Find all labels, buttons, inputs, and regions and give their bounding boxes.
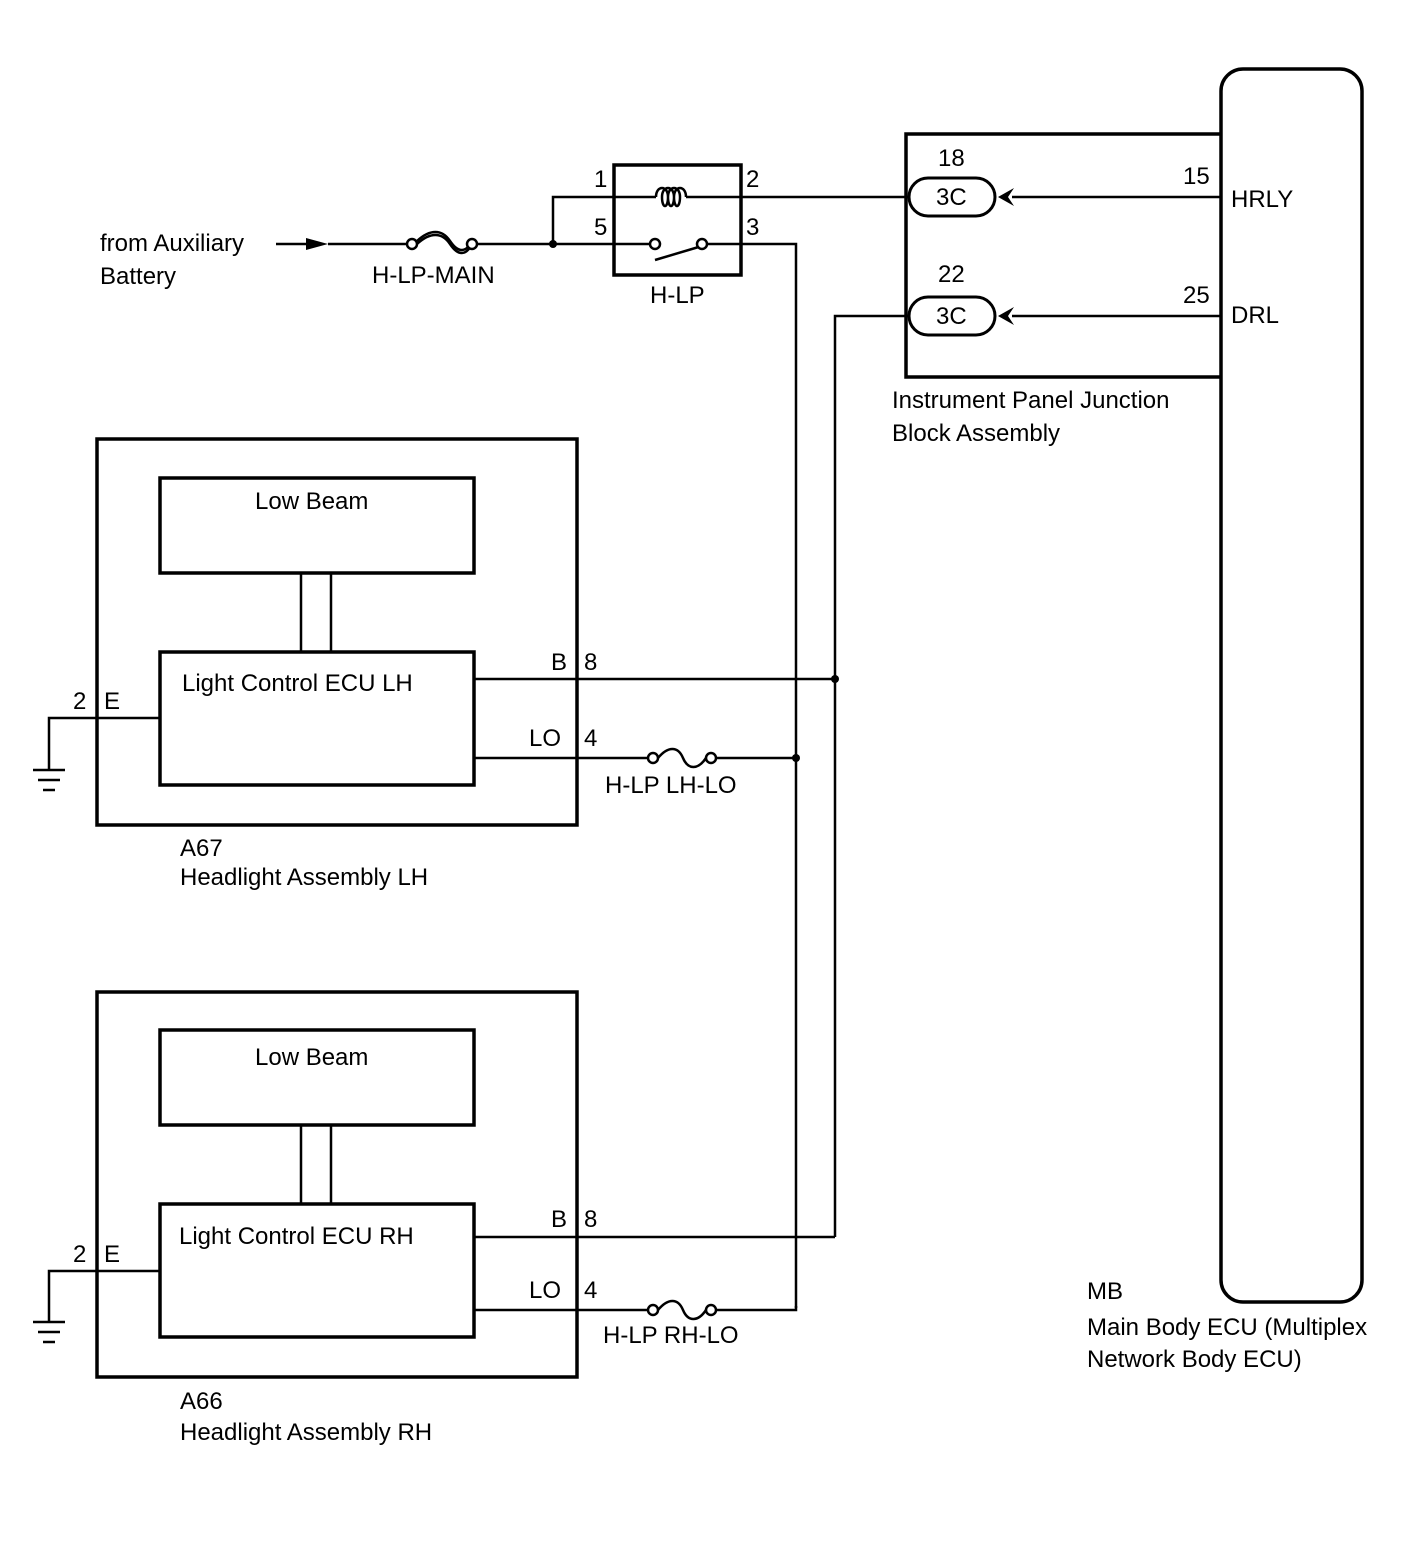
lh-b-pin-name: B xyxy=(551,649,567,676)
main-body-ecu-box xyxy=(1219,67,1364,1304)
main-ecu-label-line1: Main Body ECU (Multiplex xyxy=(1087,1314,1367,1341)
relay-switch-icon xyxy=(648,237,709,262)
connector-3c-18 xyxy=(907,176,1014,218)
junction-block-box xyxy=(904,132,1221,379)
ecu-pin-hrly: HRLY xyxy=(1231,186,1293,213)
ecu-label-lh: Light Control ECU LH xyxy=(182,670,413,697)
lh-ground-pin-num: 2 xyxy=(73,688,86,715)
source-label-line2: Battery xyxy=(100,263,176,290)
ground-icon xyxy=(33,768,65,792)
lh-lo-pin-num: 4 xyxy=(584,725,597,752)
lh-lo-pin-name: LO xyxy=(529,725,561,752)
rh-b-pin-num: 8 xyxy=(584,1206,597,1233)
low-beam-label-lh: Low Beam xyxy=(255,488,368,515)
junction-block-label-line1: Instrument Panel Junction xyxy=(892,387,1170,414)
relay-label: H-LP xyxy=(650,282,705,309)
fuse-icon xyxy=(646,1299,718,1321)
source-arrow-icon xyxy=(276,238,328,250)
fuse-label-lh-lo: H-LP LH-LO xyxy=(605,772,737,799)
connector-pin-18: 18 xyxy=(938,145,965,172)
relay-pin-5: 5 xyxy=(594,214,607,241)
ecu-pin-15: 15 xyxy=(1183,163,1210,190)
ecu-pin-25: 25 xyxy=(1183,282,1210,309)
fuse-icon xyxy=(646,747,718,769)
rh-ground-pin-name: E xyxy=(104,1241,120,1268)
main-ecu-label-line2: Network Body ECU) xyxy=(1087,1346,1302,1373)
junction-block-label-line2: Block Assembly xyxy=(892,420,1060,447)
relay-coil-icon xyxy=(654,186,741,208)
headlight-rh-code: A66 xyxy=(180,1388,223,1415)
connector-code-2: 3C xyxy=(936,303,967,330)
rh-lo-pin-num: 4 xyxy=(584,1277,597,1304)
fuse-label-main: H-LP-MAIN xyxy=(372,262,495,289)
source-label-line1: from Auxiliary xyxy=(100,230,244,257)
relay-pin-3: 3 xyxy=(746,214,759,241)
lh-b-pin-num: 8 xyxy=(584,649,597,676)
rh-b-pin-name: B xyxy=(551,1206,567,1233)
rh-lo-pin-name: LO xyxy=(529,1277,561,1304)
low-beam-box-lh xyxy=(158,476,476,575)
relay-pin-2: 2 xyxy=(746,166,759,193)
low-beam-box-rh xyxy=(158,1028,476,1127)
ground-icon xyxy=(33,1320,65,1344)
junction-dot xyxy=(831,675,839,683)
junction-dot xyxy=(792,754,800,762)
headlight-lh-code: A67 xyxy=(180,835,223,862)
rh-ground-pin-num: 2 xyxy=(73,1241,86,1268)
lh-ground-pin-name: E xyxy=(104,688,120,715)
low-beam-label-rh: Low Beam xyxy=(255,1044,368,1071)
ecu-label-rh: Light Control ECU RH xyxy=(179,1223,414,1250)
fuse-label-rh-lo: H-LP RH-LO xyxy=(603,1322,739,1349)
headlight-rh-name: Headlight Assembly RH xyxy=(180,1419,432,1446)
ecu-pin-drl: DRL xyxy=(1231,302,1279,329)
relay-hlp xyxy=(612,163,743,277)
relay-pin-1: 1 xyxy=(594,166,607,193)
connector-pin-22: 22 xyxy=(938,261,965,288)
headlight-lh-name: Headlight Assembly LH xyxy=(180,864,428,891)
main-ecu-code: MB xyxy=(1087,1278,1123,1305)
fusible-link-icon xyxy=(405,230,479,255)
connector-code-1: 3C xyxy=(936,184,967,211)
